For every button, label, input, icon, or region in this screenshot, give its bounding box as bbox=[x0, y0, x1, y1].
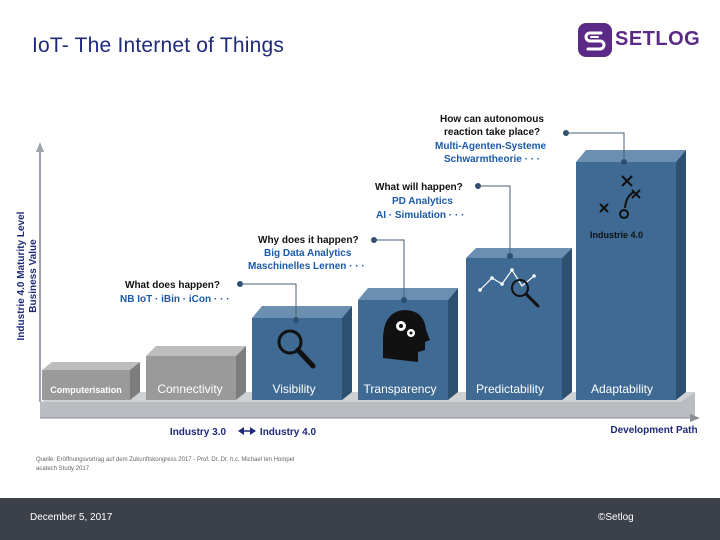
callout-line: Big Data Analytics bbox=[264, 248, 352, 259]
callout-line: Schwarmtheorie · · · bbox=[444, 154, 540, 165]
y-axis-arrow-icon bbox=[36, 142, 44, 152]
stage-adaptability: Industrie 4.0 Adaptability bbox=[576, 150, 686, 400]
callout-question: What will happen? bbox=[375, 182, 463, 193]
y-axis-sublabel: Business Value bbox=[28, 239, 39, 313]
source-line: Quelle: Eröffnungsvortrag auf dem Zukunf… bbox=[36, 457, 295, 463]
callout-line: AI · Simulation · · · bbox=[376, 210, 464, 221]
stage-label-visibility: Visibility bbox=[272, 382, 315, 396]
callout-marker bbox=[507, 253, 513, 259]
industry-3-label: Industry 3.0 bbox=[170, 427, 227, 438]
callout-how-can-autonomous: How can autonomous reaction take place? … bbox=[435, 114, 627, 165]
source-citation: Quelle: Eröffnungsvortrag auf dem Zukunf… bbox=[36, 456, 294, 474]
analytics-magnifier-icon bbox=[478, 268, 540, 308]
callout-question-line2: reaction take place? bbox=[444, 127, 540, 138]
arrow-right-icon bbox=[250, 427, 256, 435]
x-axis-arrow-icon bbox=[690, 414, 700, 422]
stage-connectivity: Connectivity bbox=[146, 346, 246, 400]
callout-question: How can autonomous bbox=[440, 114, 544, 125]
callout-marker bbox=[621, 159, 627, 165]
setlog-logo-icon bbox=[578, 23, 612, 57]
industry-4-label: Industry 4.0 bbox=[260, 427, 317, 438]
magnifier-icon bbox=[277, 329, 316, 369]
callout-line: Multi-Agenten-Systeme bbox=[435, 141, 547, 152]
arrow-left-icon bbox=[238, 427, 244, 435]
stage-label-predictability: Predictability bbox=[476, 382, 544, 396]
maturity-diagram: Industrie 4.0 Maturity Level Business Va… bbox=[16, 114, 700, 438]
callout-what-does-happen: What does happen? NB IoT · iBin · iCon ·… bbox=[120, 280, 299, 323]
callout-question: Why does it happen? bbox=[258, 235, 359, 246]
logo-text: SETLOG bbox=[615, 28, 701, 50]
footer-bar: December 5, 2017 ©Setlog bbox=[0, 498, 720, 540]
strategy-play-icon bbox=[599, 175, 641, 219]
callout-leader bbox=[478, 185, 511, 256]
callout-what-will-happen: What will happen? PD Analytics AI · Simu… bbox=[375, 182, 513, 259]
callout-marker bbox=[401, 297, 407, 303]
callout-line: NB IoT · iBin · iCon · · · bbox=[120, 294, 229, 305]
callout-why-does-it-happen: Why does it happen? Big Data Analytics M… bbox=[248, 235, 407, 303]
callout-line: PD Analytics bbox=[392, 196, 453, 207]
footer-copyright: ©Setlog bbox=[598, 512, 634, 523]
head-gears-icon bbox=[383, 310, 430, 362]
industrie-tag: Industrie 4.0 bbox=[590, 230, 643, 240]
stage-predictability: Predictability bbox=[466, 248, 572, 400]
stage-visibility: Visibility bbox=[252, 306, 352, 400]
x-axis-label: Development Path bbox=[610, 425, 697, 436]
callout-leader bbox=[240, 283, 297, 320]
stage-label-connectivity: Connectivity bbox=[157, 382, 222, 396]
callout-leader bbox=[374, 239, 405, 300]
stage-label-computerisation: Computerisation bbox=[50, 385, 122, 395]
footer-date: December 5, 2017 bbox=[30, 512, 113, 523]
stage-label-transparency: Transparency bbox=[364, 382, 437, 396]
callout-marker bbox=[293, 317, 299, 323]
slide-title: IoT- The Internet of Things bbox=[32, 34, 285, 57]
base-platform bbox=[40, 392, 695, 418]
setlog-logo: SETLOG bbox=[577, 22, 717, 62]
source-line: acatech Study 2017 bbox=[36, 466, 90, 472]
callout-leader bbox=[566, 132, 625, 162]
callout-line: Maschinelles Lernen · · · bbox=[248, 261, 365, 272]
y-axis-label: Industrie 4.0 Maturity Level bbox=[16, 211, 27, 340]
callout-question: What does happen? bbox=[125, 280, 220, 291]
stage-computerisation: Computerisation bbox=[42, 362, 140, 400]
stage-transparency: Transparency bbox=[358, 288, 458, 400]
stage-label-adaptability: Adaptability bbox=[591, 382, 653, 396]
